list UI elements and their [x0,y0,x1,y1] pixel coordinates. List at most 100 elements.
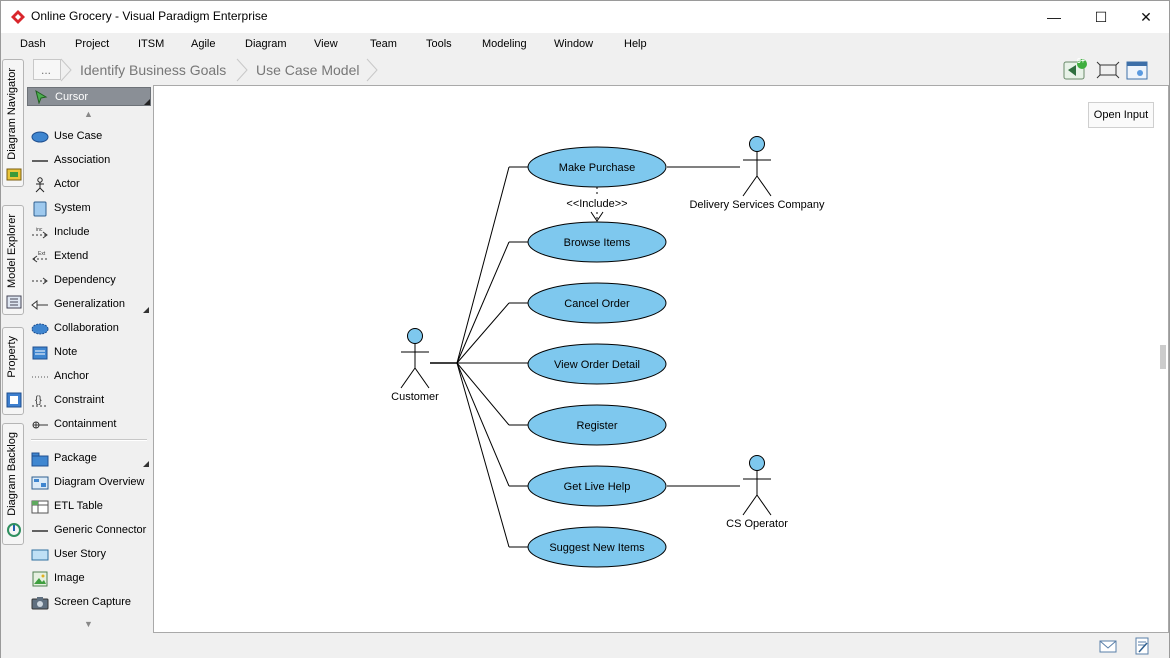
palette-item-user-story[interactable]: User Story [27,545,151,565]
palette-item-label: Anchor [54,370,89,382]
palette-cursor[interactable]: Cursor [27,87,151,106]
customer-associations [430,166,528,548]
tab-diagram-backlog[interactable]: Diagram Backlog [2,423,24,545]
menu-window[interactable]: Window [554,38,594,50]
tab-diagram-navigator[interactable]: Diagram Navigator [2,59,24,187]
menu-project[interactable]: Project [75,38,110,50]
mail-icon[interactable] [1099,637,1117,655]
use-case-register[interactable]: Register [527,404,667,446]
palette-scroll-up-icon[interactable]: ▲ [84,109,93,119]
menu-view[interactable]: View [314,38,338,50]
diagram-canvas[interactable]: Open Input [153,85,1169,633]
menu-help[interactable]: Help [624,38,647,50]
notifications-icon[interactable] [1063,59,1087,81]
menu-team[interactable]: Team [370,38,397,50]
maximize-button[interactable]: ☐ [1094,8,1108,25]
include-label: <<Include>> [566,198,627,210]
palette-item-etl-table[interactable]: ETL Table [27,497,151,517]
use-case-label: Browse Items [564,237,631,249]
palette-item-image[interactable]: Image [27,569,151,589]
palette-scroll-down-icon[interactable]: ▼ [84,619,93,629]
association-icon [32,160,48,162]
palette-item-collaboration[interactable]: Collaboration [27,319,151,339]
palette-item-dependency[interactable]: Dependency [27,271,151,291]
breadcrumb-more-label: ... [41,62,52,77]
generalization-icon [31,299,48,311]
use-case-get-live-help[interactable]: Get Live Help [527,465,667,507]
palette-item-use-case[interactable]: Use Case [27,127,151,147]
use-case-label: Get Live Help [564,481,631,493]
use-case-label: Suggest New Items [549,542,645,554]
close-button[interactable]: ✕ [1140,8,1152,25]
use-case-make-purchase[interactable]: Make Purchase [527,146,667,188]
palette-item-diagram-overview[interactable]: Diagram Overview [27,473,151,493]
menu-modeling[interactable]: Modeling [482,38,527,50]
use-case-view-order-detail[interactable]: View Order Detail [527,343,667,385]
breadcrumb-item-identify-business-goals[interactable]: Identify Business Goals [80,61,227,78]
palette-item-package[interactable]: Package [27,449,151,469]
palette-item-screen-capture[interactable]: Screen Capture [27,593,151,613]
palette-item-label: Association [54,154,111,166]
diagram-backlog-icon [7,523,21,537]
tab-model-explorer-label: Model Explorer [6,214,18,288]
include-dependency[interactable]: <<Include>> [561,187,633,222]
title-bar: Online Grocery - Visual Paradigm Enterpr… [1,1,1169,33]
use-case-browse-items[interactable]: Browse Items [527,221,667,263]
tab-model-explorer[interactable]: Model Explorer [2,205,24,315]
extend-icon: Ext [32,251,48,263]
actor-customer[interactable]: Customer [391,328,439,404]
image-icon [32,571,48,587]
cursor-expand-icon [144,99,150,105]
layout-panel-icon[interactable] [1125,59,1149,81]
menu-dash[interactable]: Dash [20,38,46,50]
diagram-overview-icon [31,476,49,490]
breadcrumb-item-use-case-model[interactable]: Use Case Model [256,61,360,78]
breadcrumb-separator-icon [236,58,248,82]
palette-item-note[interactable]: Note [27,343,151,363]
actor-delivery-services-company[interactable]: Delivery Services Company [689,136,825,212]
palette-item-generic-connector[interactable]: Generic Connector [27,521,151,541]
edit-document-icon[interactable] [1133,637,1151,655]
menu-diagram[interactable]: Diagram [245,38,287,50]
use-case-diagram: <<Include>> Make Purchase Browse Items C… [391,136,825,568]
open-input-button[interactable]: Open Input [1088,102,1154,128]
tab-diagram-backlog-label: Diagram Backlog [6,432,18,516]
status-bar [1,634,1169,658]
use-case-cancel-order[interactable]: Cancel Order [527,282,667,324]
tab-property[interactable]: Property [2,327,24,415]
palette-item-generalization[interactable]: Generalization [27,295,151,315]
panel-splitter-handle-icon[interactable] [1159,344,1167,370]
palette-item-label: Screen Capture [54,596,132,608]
fit-to-window-icon[interactable] [1096,59,1120,81]
palette-item-actor[interactable]: Actor [27,175,151,195]
palette-item-label: ETL Table [54,500,103,512]
tab-property-label: Property [6,336,18,378]
palette-item-constraint[interactable]: {} Constraint [27,391,151,411]
palette-item-extend[interactable]: Ext Extend [27,247,151,267]
model-explorer-icon [6,295,22,309]
package-icon [31,452,49,467]
palette-item-containment[interactable]: Containment [27,415,151,435]
palette-item-label: Note [54,346,78,358]
palette-item-system[interactable]: System [27,199,151,219]
palette-item-association[interactable]: Association [27,151,151,171]
actor-cs-operator[interactable]: CS Operator [726,455,788,531]
use-case-suggest-new-items[interactable]: Suggest New Items [527,526,667,568]
palette-item-label: Generic Connector [54,524,147,536]
constraint-icon: {} [32,395,48,407]
containment-icon [32,421,48,429]
anchor-icon [32,376,48,378]
palette-item-label: Diagram Overview [54,476,145,488]
palette-item-include[interactable]: inc Include [27,223,151,243]
menu-agile[interactable]: Agile [191,38,216,50]
menu-tools[interactable]: Tools [426,38,452,50]
svg-text:{}: {} [35,395,42,406]
minimize-button[interactable]: — [1047,9,1061,25]
palette-item-label: Include [54,226,90,238]
collaboration-icon [31,323,49,335]
menu-itsm[interactable]: ITSM [138,38,165,50]
palette-item-anchor[interactable]: Anchor [27,367,151,387]
breadcrumb-separator-icon [60,58,72,82]
breadcrumb-more[interactable] [33,59,61,80]
